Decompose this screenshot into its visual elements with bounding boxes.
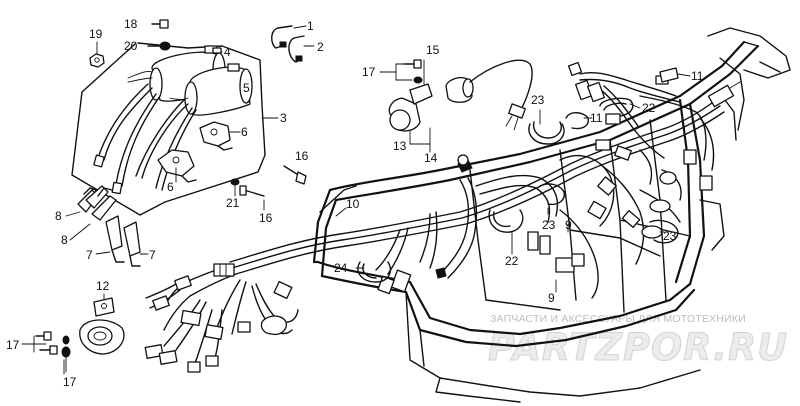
leader-8b (69, 223, 91, 241)
callout-1: 1 (307, 19, 314, 33)
nut-19 (89, 53, 105, 68)
washer-17c (61, 335, 71, 373)
harness-connector-9 (555, 257, 575, 273)
leader-8a (65, 211, 81, 217)
callout-7b: 7 (149, 248, 156, 262)
hardware-top-left (89, 19, 171, 68)
callout-8a: 8 (55, 209, 62, 223)
callout-23a: 23 (531, 93, 545, 107)
washer-20 (147, 41, 171, 51)
callout-24: 24 (334, 261, 348, 275)
ht-lead-3 (141, 103, 189, 179)
band-22-top (599, 97, 634, 117)
screw-18 (151, 19, 169, 29)
leader-7a (95, 251, 111, 255)
callout-9a: 9 (565, 218, 572, 232)
callout-16a: 16 (295, 149, 309, 163)
clips-1-2 (271, 25, 315, 63)
callout-17b: 17 (6, 338, 20, 352)
plug-cap-7a (105, 215, 125, 263)
band-23-centre (539, 183, 565, 206)
leader-17-relay (379, 63, 413, 81)
callout-23c: 23 (663, 229, 677, 243)
callout-11a: 11 (691, 69, 704, 83)
watermark: ЗАПЧАСТИ И АКСЕССУАРЫ ДЛЯ МОТОТЕХНИКИ PA… (488, 313, 788, 370)
leader-lines (335, 73, 691, 293)
ht-lead-1 (103, 87, 153, 161)
band-24 (357, 261, 392, 283)
callout-18: 18 (124, 17, 138, 31)
callout-15: 15 (426, 43, 440, 57)
harness-connector-centre (390, 269, 412, 293)
callout-13: 13 (393, 139, 407, 153)
callout-11b: 11 (590, 111, 603, 125)
callout-6b: 6 (167, 180, 174, 194)
plug-cap-8b (91, 187, 117, 221)
band-23-right (649, 219, 679, 244)
callout-8b: 8 (61, 233, 68, 247)
callout-20: 20 (124, 39, 138, 53)
callout-labels: 1 2 3 4 5 6 6 7 7 8 8 9 9 10 11 11 12 13… (6, 17, 704, 389)
callout-7a: 7 (86, 248, 93, 262)
watermark-caption: ЗАПЧАСТИ И АКСЕССУАРЫ ДЛЯ МОТОТЕХНИКИ (490, 313, 746, 325)
leader-1 (293, 25, 307, 29)
coil-bracket-right (199, 121, 233, 151)
callout-5: 5 (243, 81, 250, 95)
leader-17-left (21, 335, 65, 375)
bolts-16-21 (230, 165, 307, 211)
callout-19: 19 (89, 27, 103, 41)
callout-14: 14 (424, 151, 438, 165)
callout-16b: 16 (259, 211, 273, 225)
callout-2: 2 (317, 40, 324, 54)
band-11 (565, 112, 589, 130)
callout-6a: 6 (241, 125, 248, 139)
callout-23b: 23 (542, 218, 556, 232)
screw-17a (35, 331, 52, 341)
watermark-brand: PARTZPOR.RU (488, 326, 788, 369)
clamp-15 (409, 83, 433, 105)
spark-plug-caps (65, 185, 149, 267)
washer-21 (230, 178, 240, 197)
callout-9b: 9 (548, 291, 555, 305)
callout-21: 21 (226, 196, 240, 210)
horn-bracket-12 (93, 297, 115, 317)
callout-22a: 22 (642, 101, 656, 115)
callout-4: 4 (224, 45, 231, 59)
callout-10: 10 (346, 197, 360, 211)
bolt-16-upper (283, 165, 307, 185)
band-22-centre (488, 209, 524, 233)
clip-2 (288, 37, 301, 63)
callout-17c: 17 (63, 375, 77, 389)
callout-22b: 22 (505, 254, 519, 268)
callout-17a: 17 (362, 65, 376, 79)
screw-17b (39, 345, 58, 355)
plug-cap-7b (123, 221, 141, 267)
clamp-11-rear (659, 67, 679, 83)
band-23-top (528, 123, 565, 145)
horn-assembly (33, 293, 125, 373)
coil-bracket-left (157, 149, 197, 183)
relay-13-15 (388, 59, 533, 153)
harness-connector-front (213, 263, 235, 277)
bolt-16-lower (239, 185, 265, 211)
ignition-coil-lower (184, 63, 253, 116)
plug-cap-8a (77, 185, 109, 213)
harness-bands (357, 67, 679, 283)
clip-1 (271, 27, 283, 49)
callout-3: 3 (280, 111, 287, 125)
ht-lead-2 (121, 95, 161, 187)
ignition-coil-assembly (71, 42, 279, 216)
ht-lead-4 (161, 109, 197, 191)
callout-12: 12 (96, 279, 110, 293)
